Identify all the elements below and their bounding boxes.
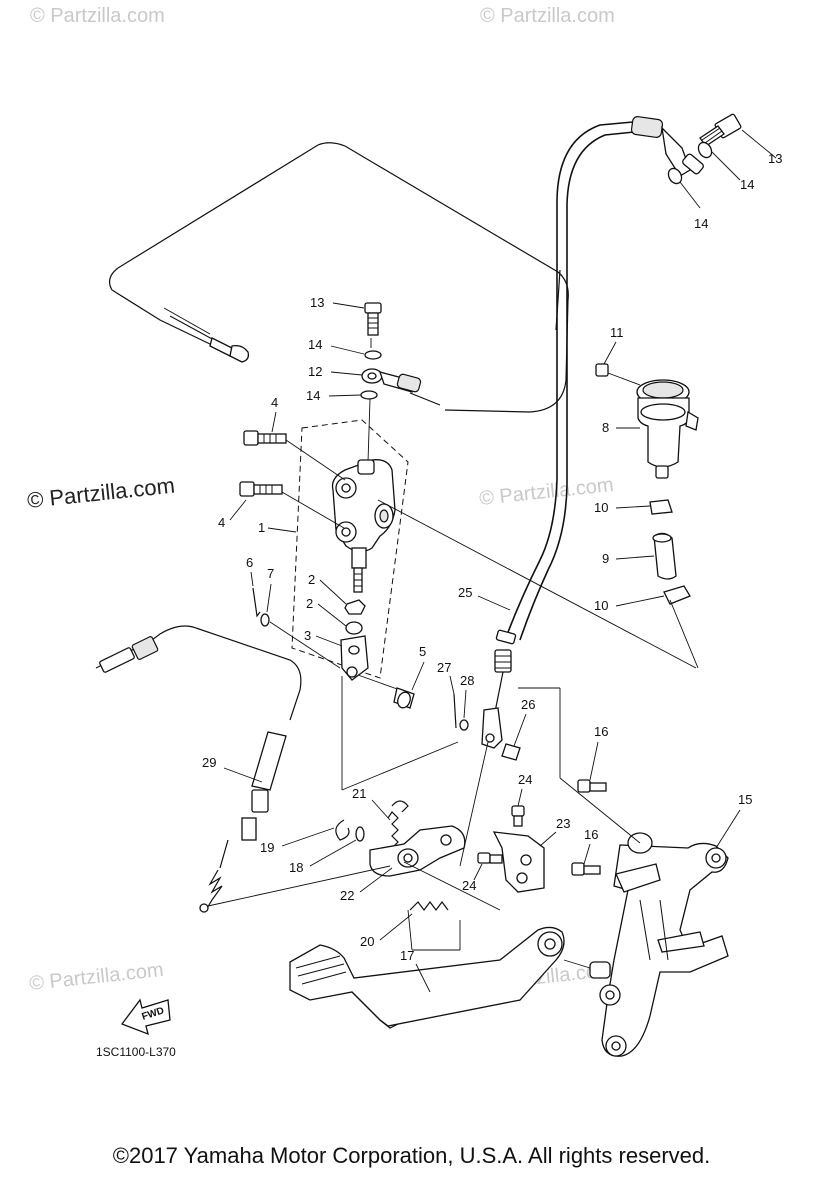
brake-hose-right bbox=[504, 116, 704, 641]
callout-14-top-right-a: 14 bbox=[740, 177, 754, 192]
callout-2-lower: 2 bbox=[306, 596, 313, 611]
mounting-bolts bbox=[239, 430, 346, 529]
callout-12: 12 bbox=[308, 364, 322, 379]
callout-7: 7 bbox=[267, 566, 274, 581]
callout-24-upper: 24 bbox=[518, 772, 532, 787]
watermark-bottom-left: © Partzilla.com bbox=[28, 959, 164, 995]
banjo-bolt-assembly bbox=[360, 302, 422, 463]
brake-switch-assembly bbox=[453, 629, 521, 867]
callout-5: 5 bbox=[419, 644, 426, 659]
callout-28: 28 bbox=[460, 673, 474, 688]
clevis-assembly bbox=[340, 599, 415, 790]
master-cylinder-assembly bbox=[291, 419, 409, 679]
callout-13-top-right: 13 bbox=[768, 151, 782, 166]
callout-29: 29 bbox=[202, 755, 216, 770]
callout-14-center-a: 14 bbox=[308, 337, 322, 352]
reservoir-assembly bbox=[595, 363, 699, 479]
callout-11: 11 bbox=[610, 325, 624, 340]
callout-2-upper: 2 bbox=[308, 572, 315, 587]
watermark-top-left: © Partzilla.com bbox=[30, 5, 165, 27]
cotter-pin-washer bbox=[252, 587, 341, 669]
callout-8: 8 bbox=[602, 420, 609, 435]
callout-4-upper: 4 bbox=[271, 395, 278, 410]
watermark-main: © Partzilla.com bbox=[26, 473, 176, 513]
diagram-code: 1SC1100-L370 bbox=[96, 1045, 176, 1059]
callout-22: 22 bbox=[340, 888, 354, 903]
watermark-top-right: © Partzilla.com bbox=[480, 5, 615, 27]
callout-18: 18 bbox=[289, 860, 303, 875]
callout-26: 26 bbox=[521, 697, 535, 712]
brake-pedal bbox=[289, 926, 611, 1029]
callout-16-upper: 16 bbox=[594, 724, 608, 739]
callout-25: 25 bbox=[458, 585, 472, 600]
reservoir-hose bbox=[377, 499, 699, 669]
callout-1: 1 bbox=[258, 520, 265, 535]
callout-21: 21 bbox=[352, 786, 366, 801]
footrest-bracket bbox=[518, 687, 729, 1057]
callout-27: 27 bbox=[437, 660, 451, 675]
callouts: 13 14 14 13 14 12 14 4 4 1 6 7 2 2 3 5 1… bbox=[202, 129, 782, 993]
callout-9: 9 bbox=[602, 551, 609, 566]
callout-20: 20 bbox=[360, 934, 374, 949]
return-springs bbox=[387, 800, 461, 951]
copyright-notice: ©2017 Yamaha Motor Corporation, U.S.A. A… bbox=[112, 1143, 711, 1168]
brake-cable bbox=[95, 625, 302, 913]
callout-10-upper: 10 bbox=[594, 500, 608, 515]
small-bolts bbox=[477, 779, 607, 876]
brake-hose-loop bbox=[108, 142, 569, 413]
callout-19: 19 bbox=[260, 840, 274, 855]
callout-24-lower: 24 bbox=[462, 878, 476, 893]
callout-15: 15 bbox=[738, 792, 752, 807]
fwd-arrow-icon: FWD bbox=[120, 998, 171, 1036]
pivot-arm-assembly bbox=[207, 741, 545, 911]
callout-17: 17 bbox=[400, 948, 414, 963]
callout-4-lower: 4 bbox=[218, 515, 225, 530]
callout-3: 3 bbox=[304, 628, 311, 643]
callout-14-top-right-b: 14 bbox=[694, 216, 708, 231]
callout-6: 6 bbox=[246, 555, 253, 570]
callout-16-lower: 16 bbox=[584, 827, 598, 842]
callout-10-lower: 10 bbox=[594, 598, 608, 613]
callout-13-center: 13 bbox=[310, 295, 324, 310]
top-bolt-assembly bbox=[667, 113, 742, 185]
callout-14-center-b: 14 bbox=[306, 388, 320, 403]
callout-23: 23 bbox=[556, 816, 570, 831]
